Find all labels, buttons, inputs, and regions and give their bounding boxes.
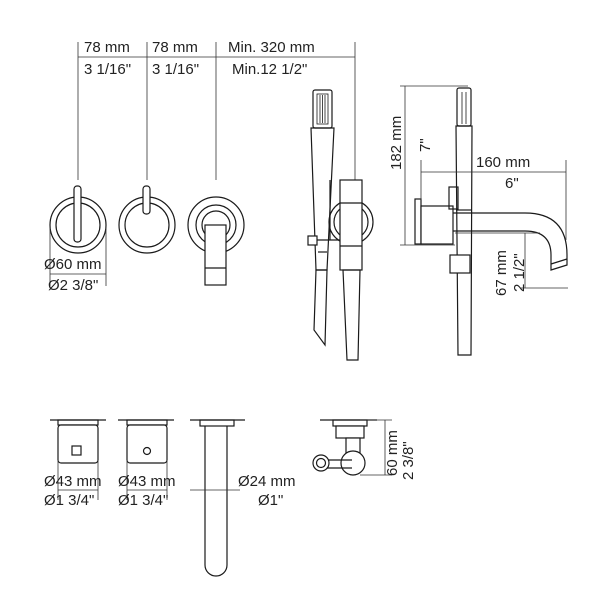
rosette-dia-in: Ø2 3/8" <box>48 277 98 294</box>
knob-side-2 <box>118 419 174 464</box>
spout-front <box>187 196 245 286</box>
spout-length-in: 6" <box>505 175 519 192</box>
wall-outlet-front <box>328 179 374 361</box>
spout-top-view <box>190 419 245 577</box>
knob-1-mm: Ø43 mm <box>44 473 102 490</box>
spout-side <box>414 186 568 271</box>
spout-drop-mm: 67 mm <box>493 250 510 296</box>
top-dimensions: 78 mm 3 1/16" 78 mm 3 1/16" Min. 320 mm … <box>77 39 356 180</box>
spout-dia-in: Ø1" <box>258 492 283 509</box>
spacing-2-mm: 78 mm <box>152 39 198 56</box>
spacing-2-in: 3 1/16" <box>152 61 199 78</box>
spout-drop-dimension: 67 mm 2 1/2" <box>455 232 568 296</box>
spout-drop-in: 2 1/2" <box>511 253 528 292</box>
spout-length-dimension: 160 mm 6" <box>420 154 567 240</box>
knob-side-1 <box>50 419 106 464</box>
spout-dia-dimension: Ø24 mm Ø1" <box>190 473 296 509</box>
spout-length-mm: 160 mm <box>476 154 530 171</box>
holder-depth-in: 2 3/8" <box>400 441 417 480</box>
knob-1-dimension: Ø43 mm Ø1 3/4" <box>44 460 102 509</box>
knob-2-dimension: Ø43 mm Ø1 3/4" <box>118 460 176 509</box>
min-in: Min.12 1/2" <box>232 61 307 78</box>
hand-shower-side <box>449 87 473 356</box>
knob-2-mm: Ø43 mm <box>118 473 176 490</box>
holder-depth-dimension: 60 mm 2 3/8" <box>360 419 417 480</box>
knob-1-in: Ø1 3/4" <box>44 492 94 509</box>
handle-height-mm: 182 mm <box>388 116 405 170</box>
holder-depth-mm: 60 mm <box>384 430 401 476</box>
spacing-1-in: 3 1/16" <box>84 61 131 78</box>
min-mm: Min. 320 mm <box>228 39 315 56</box>
knob-2-in: Ø1 3/4" <box>118 492 168 509</box>
valve-front-2 <box>118 185 176 254</box>
holder-side <box>312 419 377 476</box>
spout-dia-mm: Ø24 mm <box>238 473 296 490</box>
height-dimension: 182 mm 7" <box>388 85 468 246</box>
spacing-1-mm: 78 mm <box>84 39 130 56</box>
rosette-dia-mm: Ø60 mm <box>44 256 102 273</box>
valve-front-1 <box>49 185 107 254</box>
rosette-dimension: Ø60 mm Ø2 3/8" <box>44 228 107 294</box>
hand-shower-front <box>307 89 343 347</box>
handle-height-in: 7" <box>417 138 434 152</box>
